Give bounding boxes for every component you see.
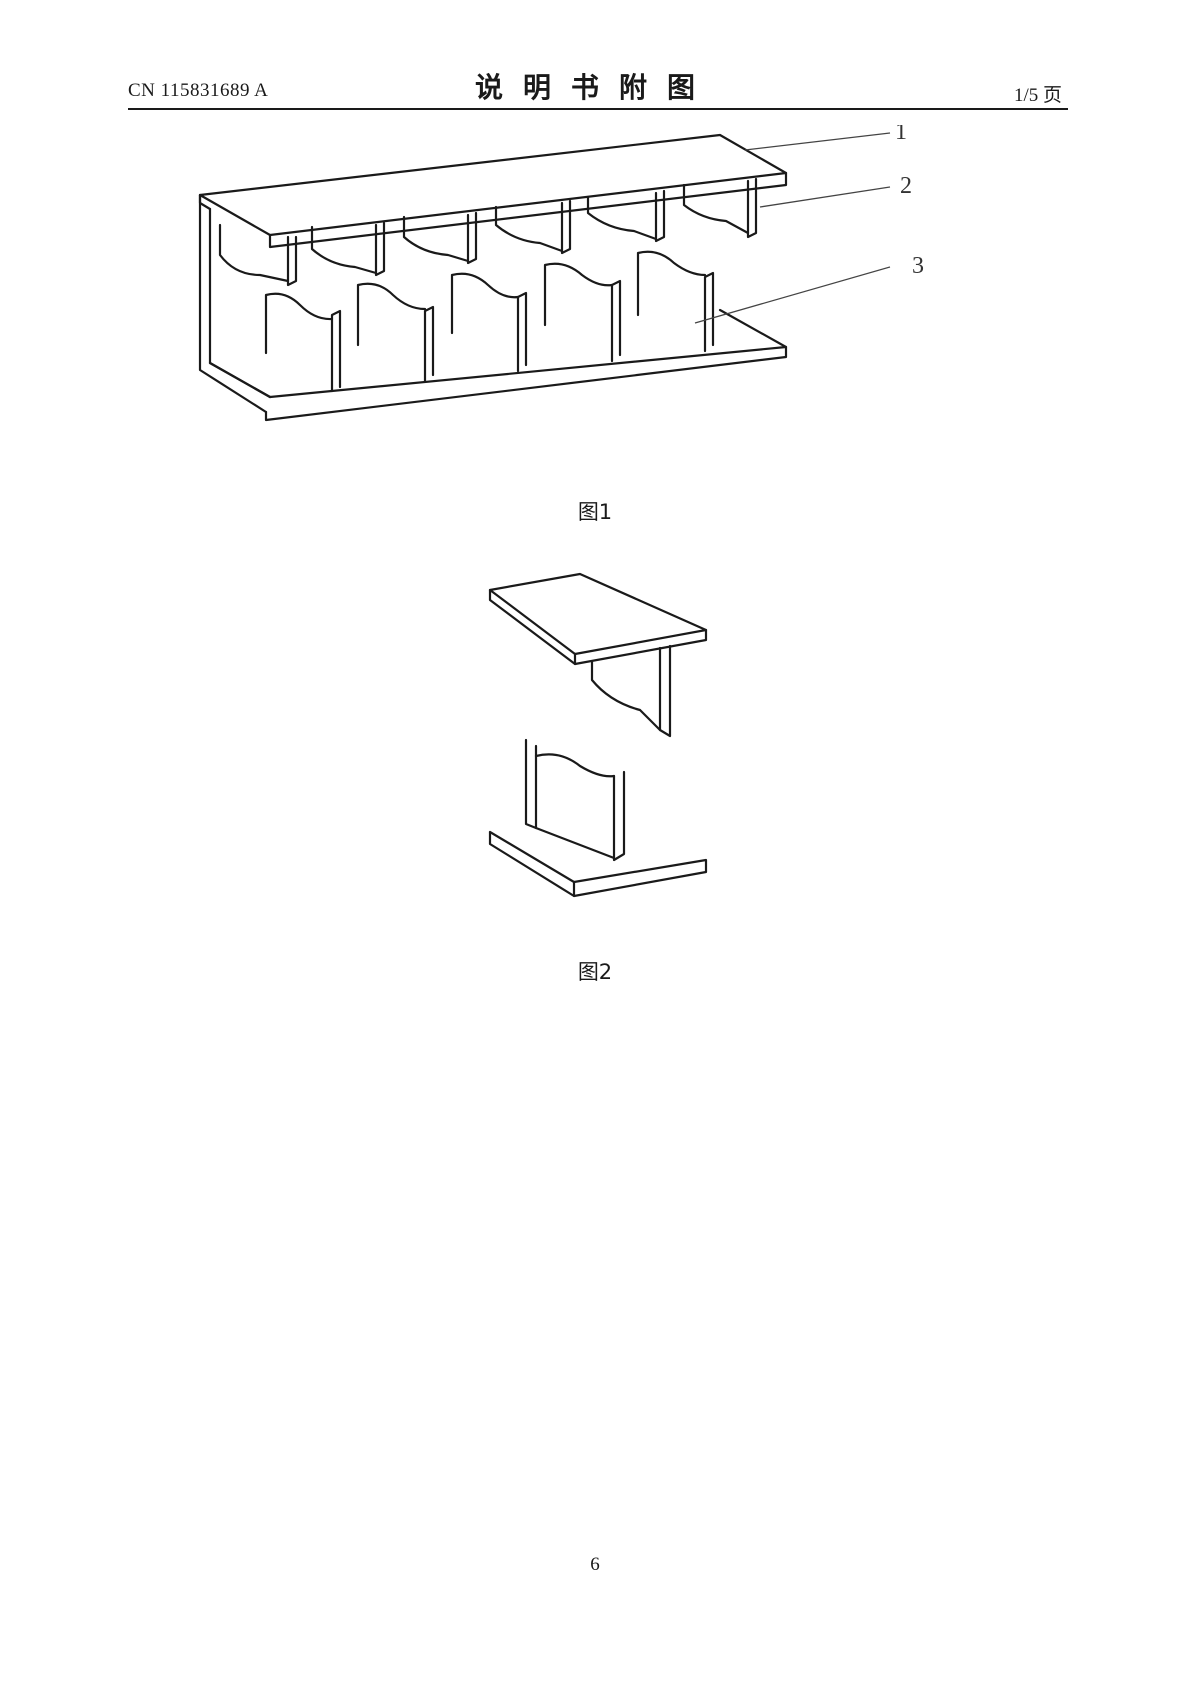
- lower-curved-fins: [264, 250, 707, 355]
- leader-lines: [694, 132, 891, 324]
- figure-2-drawing: [488, 572, 708, 898]
- figure-1-drawing: 1 2 3: [198, 125, 924, 422]
- callout-1: 1: [895, 125, 907, 145]
- upper-curved-fins: [218, 183, 750, 283]
- bottom-plate: [208, 308, 788, 422]
- header-rule: [128, 108, 1068, 110]
- callout-3: 3: [912, 253, 924, 279]
- page-title: 说明书附图: [474, 71, 715, 104]
- page-number: 6: [590, 1554, 600, 1575]
- figure-2-caption: 图2: [577, 960, 613, 984]
- lower-partitions: [330, 271, 715, 393]
- lower-part: [488, 738, 708, 898]
- callout-2: 2: [900, 173, 912, 199]
- top-plate: [198, 133, 788, 249]
- publication-number: CN 115831689 A: [128, 80, 269, 101]
- upper-part: [488, 572, 708, 738]
- page-count: 1/5 页: [1013, 85, 1062, 106]
- figure-1-caption: 图1: [577, 500, 613, 524]
- left-side-wall: [198, 193, 272, 414]
- upper-partitions: [286, 177, 758, 287]
